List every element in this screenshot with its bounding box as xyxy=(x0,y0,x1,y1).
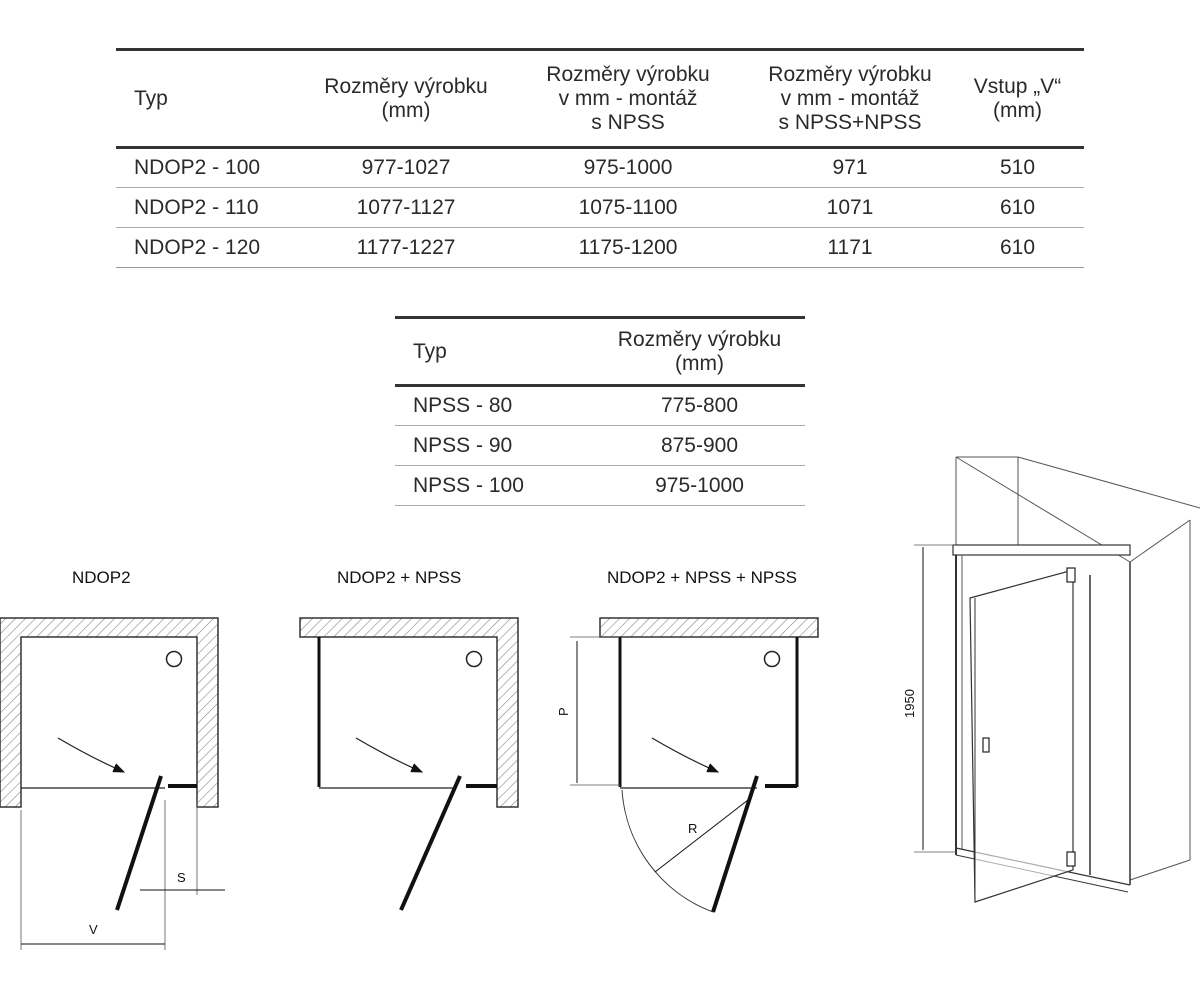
column-header-product-size: Rozměry výrobku (mm) xyxy=(324,74,488,122)
column-header-size-with-npss-npss: Rozměry výrobku v mm - montáž s NPSS+NPS… xyxy=(768,62,932,134)
table-cell: 875-900 xyxy=(660,433,739,457)
plan-ndop2-npss: NDOP2 + NPSS xyxy=(299,568,519,911)
back-wall-edge xyxy=(1017,456,1200,509)
door-panel xyxy=(711,775,759,913)
top-profile xyxy=(952,544,1131,556)
table-cell: 1175-1200 xyxy=(578,235,678,259)
top-edge xyxy=(1129,519,1191,563)
wall-hatched xyxy=(599,617,819,638)
height-label: 1950 xyxy=(902,689,917,718)
radius-line xyxy=(654,799,749,873)
dimension-s-label: S xyxy=(177,870,186,885)
column-header-size-with-npss: Rozměry výrobku v mm - montáž s NPSS xyxy=(546,62,710,134)
handle-icon xyxy=(982,737,990,753)
table-cell: NDOP2 - 110 xyxy=(134,195,259,219)
ndop2-dimensions-table: Typ Rozměry výrobku (mm) Rozměry výrobku… xyxy=(116,48,1084,268)
column-header-typ: Typ xyxy=(413,339,447,363)
table-cell: 971 xyxy=(832,156,868,179)
column-header-typ: Typ xyxy=(134,86,168,110)
table-row: NPSS - 90 875-900 xyxy=(395,426,805,466)
drain-icon xyxy=(165,650,183,668)
dimension-p-label: P xyxy=(556,707,571,716)
dimension-v-label: V xyxy=(89,922,98,937)
open-door-panel xyxy=(969,569,1074,903)
wall-hatched xyxy=(299,617,519,808)
table-cell: NPSS - 100 xyxy=(413,473,524,497)
plan-ndop2: NDOP2 S V xyxy=(0,568,225,950)
table-row: NDOP2 - 110 1077-1127 1075-1100 1071 610 xyxy=(116,188,1084,228)
table-cell: 1071 xyxy=(826,195,874,219)
wall-hatched xyxy=(0,617,219,808)
table-row: NPSS - 100 975-1000 xyxy=(395,466,805,506)
column-header-entry-v: Vstup „V“ (mm) xyxy=(973,74,1062,122)
door-panel xyxy=(399,775,462,911)
table-row: NPSS - 80 775-800 xyxy=(395,386,805,426)
floor-edge xyxy=(1129,859,1191,881)
column-header-product-size: Rozměry výrobku (mm) xyxy=(617,327,782,375)
door-swing-arrow xyxy=(651,737,720,773)
table-cell: NPSS - 90 xyxy=(413,433,513,457)
table-cell: 610 xyxy=(999,235,1036,259)
door-panel xyxy=(115,775,163,911)
table-cell: 1177-1227 xyxy=(356,235,456,259)
plan-ndop2-npss-label: NDOP2 + NPSS xyxy=(337,568,461,587)
npss-dimensions-table: Typ Rozměry výrobku (mm) NPSS - 80 775-8… xyxy=(395,316,805,506)
table-cell: NDOP2 - 100 xyxy=(134,156,261,179)
plan-ndop2-npss-npss-label: NDOP2 + NPSS + NPSS xyxy=(607,568,797,587)
shower-3d-view: 1950 xyxy=(902,456,1200,903)
hinge-icon xyxy=(1066,851,1076,867)
door-swing-arc xyxy=(621,789,714,913)
drain-icon xyxy=(465,650,483,668)
table-cell: 975-1000 xyxy=(583,156,673,179)
door-swing-arrow xyxy=(355,737,424,773)
table-cell: NDOP2 - 120 xyxy=(134,235,261,259)
table-cell: 1077-1127 xyxy=(356,195,456,219)
plan-ndop2-label: NDOP2 xyxy=(72,568,131,587)
table-cell: 610 xyxy=(999,195,1036,219)
door-swing-arrow xyxy=(57,737,126,773)
table-cell: 977-1027 xyxy=(361,156,451,179)
plan-ndop2-npss-npss: NDOP2 + NPSS + NPSS R P xyxy=(556,568,819,913)
table-row: NDOP2 - 100 977-1027 975-1000 971 510 xyxy=(116,148,1084,188)
table-header-row: Typ Rozměry výrobku (mm) xyxy=(395,318,805,386)
table-header-row: Typ Rozměry výrobku (mm) Rozměry výrobku… xyxy=(116,50,1084,148)
table-row: NDOP2 - 120 1177-1227 1175-1200 1171 610 xyxy=(116,228,1084,268)
dimension-r-label: R xyxy=(688,821,697,836)
back-wall-edge xyxy=(956,456,1019,555)
drain-icon xyxy=(763,650,781,668)
table-cell: 1075-1100 xyxy=(578,195,678,219)
table-cell: NPSS - 80 xyxy=(413,394,513,417)
table-cell: 1171 xyxy=(827,235,873,259)
table-cell: 510 xyxy=(999,156,1036,179)
table-cell: 775-800 xyxy=(660,394,739,417)
table-cell: 975-1000 xyxy=(655,473,744,497)
hinge-icon xyxy=(1066,567,1076,583)
